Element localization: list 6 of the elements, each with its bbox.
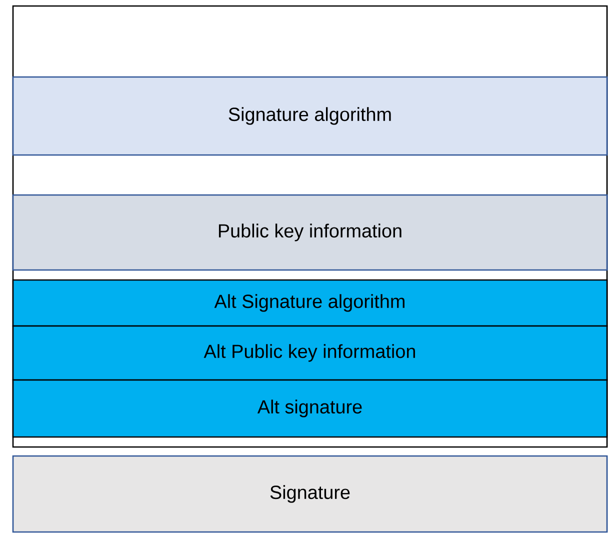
field-band: Alt Signature algorithm	[12, 279, 608, 327]
field-band: Public key information	[12, 194, 608, 271]
field-band: Signature algorithm	[12, 76, 608, 156]
field-band: Alt signature	[12, 379, 608, 438]
field-band: Alt Public key information	[12, 325, 608, 381]
field-band: Signature	[12, 455, 608, 533]
